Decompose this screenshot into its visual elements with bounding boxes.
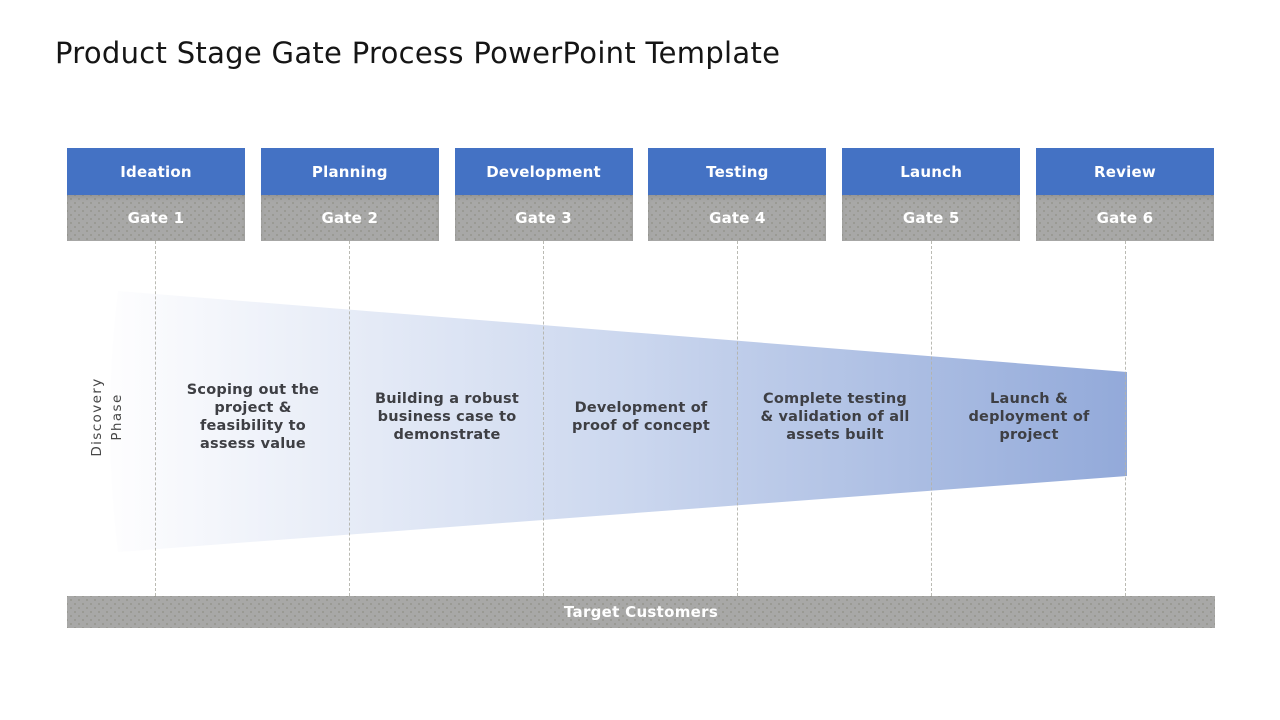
gate-label-1: Gate 1	[67, 195, 245, 241]
page-title: Product Stage Gate Process PowerPoint Te…	[55, 36, 781, 70]
target-customers-bar: Target Customers	[67, 596, 1215, 628]
stage-label-ideation: Ideation	[67, 148, 245, 195]
stage-label-review: Review	[1035, 148, 1214, 195]
stage-label-development: Development	[454, 148, 633, 195]
gate-guideline-3	[543, 241, 544, 596]
gate-guideline-4	[737, 241, 738, 596]
funnel-item-testing: Complete testing & validation of all ass…	[760, 391, 910, 443]
stage-column-launch: Launch Gate 5	[842, 148, 1021, 241]
discovery-phase-text: Discovery Phase	[89, 377, 125, 457]
stage-header-row: Ideation Gate 1 Planning Gate 2 Developm…	[67, 148, 1214, 241]
funnel-item-planning: Building a robust business case to demon…	[374, 391, 520, 443]
gate-label-4: Gate 4	[648, 195, 827, 241]
stage-column-ideation: Ideation Gate 1	[67, 148, 245, 241]
gate-guideline-1	[155, 241, 156, 596]
gate-guideline-2	[349, 241, 350, 596]
stage-column-planning: Planning Gate 2	[260, 148, 439, 241]
gate-guideline-5	[931, 241, 932, 596]
stage-column-review: Review Gate 6	[1035, 148, 1214, 241]
discovery-phase-label: Discovery Phase	[33, 342, 183, 492]
stage-label-testing: Testing	[648, 148, 827, 195]
target-customers-label: Target Customers	[563, 603, 719, 621]
stage-label-planning: Planning	[260, 148, 439, 195]
funnel-item-ideation: Scoping out the project & feasibility to…	[186, 382, 320, 452]
funnel-item-launch: Launch & deployment of project	[968, 391, 1090, 443]
gate-label-5: Gate 5	[842, 195, 1021, 241]
funnel-item-development: Development of proof of concept	[572, 400, 710, 434]
stage-column-development: Development Gate 3	[454, 148, 633, 241]
gate-label-6: Gate 6	[1035, 195, 1214, 241]
stage-label-launch: Launch	[842, 148, 1021, 195]
funnel-shape	[110, 291, 1127, 552]
gate-guideline-6	[1125, 241, 1126, 596]
gate-label-2: Gate 2	[260, 195, 439, 241]
stage-column-testing: Testing Gate 4	[648, 148, 827, 241]
gate-label-3: Gate 3	[454, 195, 633, 241]
